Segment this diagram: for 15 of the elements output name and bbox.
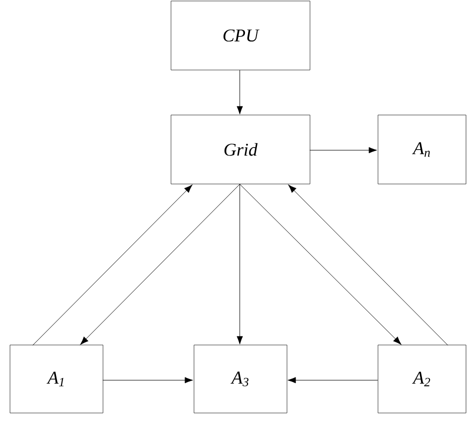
arrow (80, 184, 240, 345)
process-box: Grid (170, 114, 310, 184)
process-box: A$_{3}$ (194, 344, 288, 414)
arrow (240, 184, 402, 345)
arrow (288, 377, 378, 384)
process-box: CPU (170, 0, 310, 70)
arrow (32, 184, 192, 346)
arrow (236, 184, 243, 344)
process-box: A$_{2}$ (378, 344, 466, 414)
arrow (236, 70, 243, 114)
arrow (102, 377, 193, 384)
arrow (310, 147, 377, 154)
process-box: A$_{n}$ (378, 114, 466, 184)
arrow (288, 184, 448, 346)
process-box: A$_{1}$ (10, 344, 104, 414)
